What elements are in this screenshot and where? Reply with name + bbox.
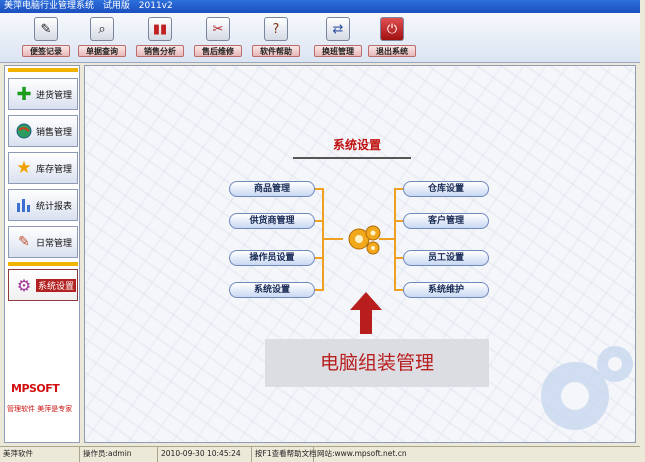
- edition-label: 试用版: [102, 1, 130, 11]
- sales-analysis-button[interactable]: ▮▮ 销售分析: [136, 17, 184, 59]
- customer-management-button[interactable]: 客户管理: [403, 213, 489, 229]
- background-gear-icon: [541, 346, 633, 430]
- nav-divider: [8, 68, 78, 72]
- website-status: 网站:www.mpsoft.net.cn: [317, 449, 407, 458]
- status-bar: 美萍软件 操作员:admin 2010-09-30 10:45:24 按F1查看…: [0, 446, 640, 462]
- magnifier-icon: ⌕: [90, 17, 114, 41]
- notes-button[interactable]: ✎ 便签记录: [22, 17, 70, 59]
- bar-chart-icon: ▮▮: [148, 17, 172, 41]
- operator-settings-button[interactable]: 操作员设置: [229, 250, 315, 266]
- supplier-management-button[interactable]: 供货商管理: [229, 213, 315, 229]
- sidebar-item-reports[interactable]: 统计报表: [8, 189, 78, 221]
- title-underline: [293, 157, 411, 159]
- product-management-button[interactable]: 商品管理: [229, 181, 315, 197]
- globe-icon: [15, 122, 33, 140]
- title-bar: 美萍电脑行业管理系统 试用版 2011v2: [0, 0, 640, 13]
- help-book-icon: ?: [264, 17, 288, 41]
- shift-change-icon: ⇄: [326, 17, 350, 41]
- toolbar: ✎ 便签记录 ⌕ 单据查询 ▮▮ 销售分析 ✂ 售后维修 ? 软件帮助 ⇄ 换班…: [0, 13, 640, 63]
- datetime-status: 2010-09-30 10:45:24: [158, 447, 252, 462]
- assembly-management-banner[interactable]: 电脑组装管理: [265, 339, 489, 387]
- brush-icon: ✎: [18, 234, 30, 250]
- warehouse-settings-button[interactable]: 仓库设置: [403, 181, 489, 197]
- green-plus-icon: ✚: [16, 83, 32, 105]
- bar-chart-icon: [15, 196, 33, 214]
- settings-tree-lines: [315, 188, 403, 291]
- operator-status: 操作员:admin: [80, 447, 158, 462]
- help-hint: 按F1查看帮助文档: [252, 447, 317, 462]
- system-settings-button[interactable]: 系统设置: [229, 282, 315, 298]
- nav-divider: [8, 262, 78, 266]
- sidebar-item-inventory[interactable]: ★ 库存管理: [8, 152, 78, 184]
- settings-gears-icon: [348, 225, 381, 255]
- left-nav: ✚ 进货管理 销售管理 ★ 库存管理 统计报表 ✎ 日常管理 ⚙ 系统设置 MP…: [4, 65, 80, 443]
- company-name: 美萍软件: [0, 447, 80, 462]
- version-label: 2011v2: [138, 1, 173, 11]
- system-maintenance-button[interactable]: 系统维护: [403, 282, 489, 298]
- mpsoft-logo: MPSOFT: [11, 382, 60, 395]
- arrow-up-icon: [350, 292, 382, 334]
- app-title: 美萍电脑行业管理系统: [4, 1, 95, 11]
- exit-system-button[interactable]: ⏻ 退出系统: [368, 17, 416, 59]
- sidebar-item-purchase[interactable]: ✚ 进货管理: [8, 78, 78, 110]
- document-query-button[interactable]: ⌕ 单据查询: [78, 17, 126, 59]
- shift-change-button[interactable]: ⇄ 换班管理: [314, 17, 362, 59]
- section-title: 系统设置: [332, 138, 381, 152]
- notepad-icon: ✎: [34, 17, 58, 41]
- power-icon: ⏻: [380, 17, 404, 41]
- star-icon: ★: [16, 158, 32, 178]
- sidebar-item-sales[interactable]: 销售管理: [8, 115, 78, 147]
- sidebar-item-daily[interactable]: ✎ 日常管理: [8, 226, 78, 258]
- after-sales-button[interactable]: ✂ 售后维修: [194, 17, 242, 59]
- wrench-icon: ✂: [206, 17, 230, 41]
- gear-icon: ⚙: [16, 275, 32, 295]
- main-panel: 系统设置 商品管理 供货商管理 操作员设置 系统设置 仓库设置 客户管理 员工设…: [84, 65, 636, 443]
- software-help-button[interactable]: ? 软件帮助: [252, 17, 300, 59]
- slogan: 管理软件 美萍是专家: [7, 405, 73, 413]
- employee-settings-button[interactable]: 员工设置: [403, 250, 489, 266]
- sidebar-item-system-settings[interactable]: ⚙ 系统设置: [8, 269, 78, 301]
